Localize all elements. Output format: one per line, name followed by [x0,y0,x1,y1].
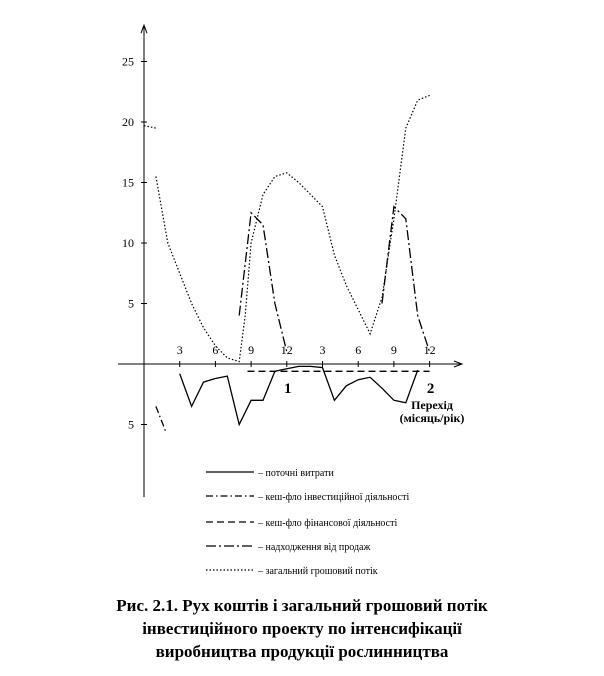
year-label: 1 [284,381,292,397]
x-tick-label: 6 [212,343,218,357]
caption-line-2: інвестиційного проекту по інтенсифікації [142,619,462,638]
y-tick-label: 25 [122,55,134,69]
year-label: 2 [427,381,435,397]
series-line-2 [155,406,167,431]
legend-label-3: – кеш-фло фінансової діяльності [257,518,397,529]
x-tick-label: 6 [355,343,361,357]
caption-line-1: Рис. 2.1. Рух коштів і загальний грошови… [116,596,488,615]
y-tick-label: 10 [122,236,134,250]
y-tick-label: 20 [122,115,134,129]
series-line-4 [381,205,431,353]
legend-label-2: – кеш-фло інвестиційної діяльності [257,492,409,503]
x-tick-label: 9 [391,343,397,357]
x-tick-label: 9 [248,343,254,357]
y-axis-arrow [140,23,148,34]
x-tick-label: 3 [177,343,183,357]
y-tick-label: 15 [122,176,134,190]
legend-label-4: – надходження від продаж [257,542,370,553]
series-line-5 [143,125,157,129]
y-tick-label: 5 [128,418,134,432]
x-axis-arrow [453,360,464,368]
series-line-5 [155,94,430,363]
x-axis-label-unit: (місяць/рік) [400,411,465,425]
series-line-1 [179,365,419,427]
x-axis-label: Перехід [411,398,453,412]
x-tick-label: 3 [320,343,326,357]
y-tick-label: 5 [128,297,134,311]
legend-label-5: – загальний грошовий потік [257,566,378,577]
caption-line-3: виробництва продукції рослинництва [155,642,449,661]
legend-label-1: – поточні витрати [257,468,334,479]
series-line-4 [238,211,288,353]
figure-caption: Рис. 2.1. Рух коштів і загальний грошови… [0,594,604,663]
